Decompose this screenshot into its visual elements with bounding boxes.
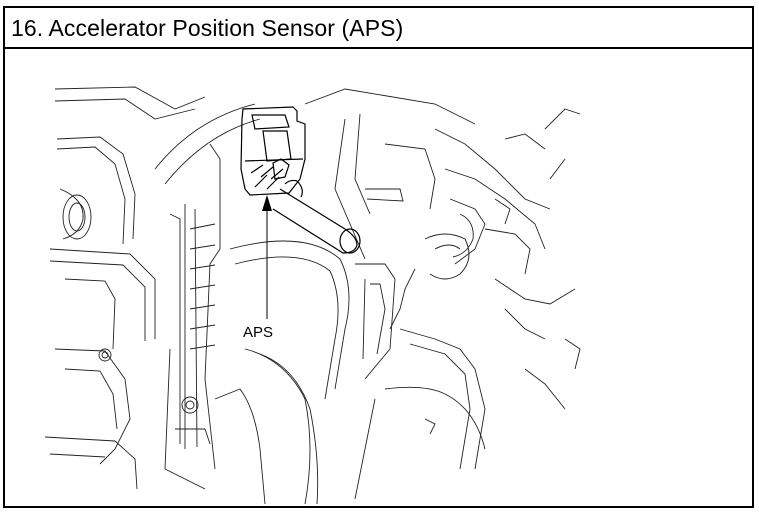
left-panel-lines <box>44 86 206 490</box>
wire-harness <box>272 179 361 254</box>
pointer-arrow-icon <box>262 195 272 319</box>
right-structure-lines <box>304 88 581 500</box>
center-panel-lines <box>154 103 350 505</box>
page-title: 16. Accelerator Position Sensor (APS) <box>11 15 404 41</box>
diagram-area: APS <box>5 49 752 506</box>
title-bar: 16. Accelerator Position Sensor (APS) <box>5 8 752 49</box>
vehicle-interior-illustration <box>44 86 581 505</box>
aps-connector <box>240 106 306 196</box>
aps-callout-label: APS <box>242 324 275 341</box>
figure-frame: 16. Accelerator Position Sensor (APS) <box>3 6 754 508</box>
